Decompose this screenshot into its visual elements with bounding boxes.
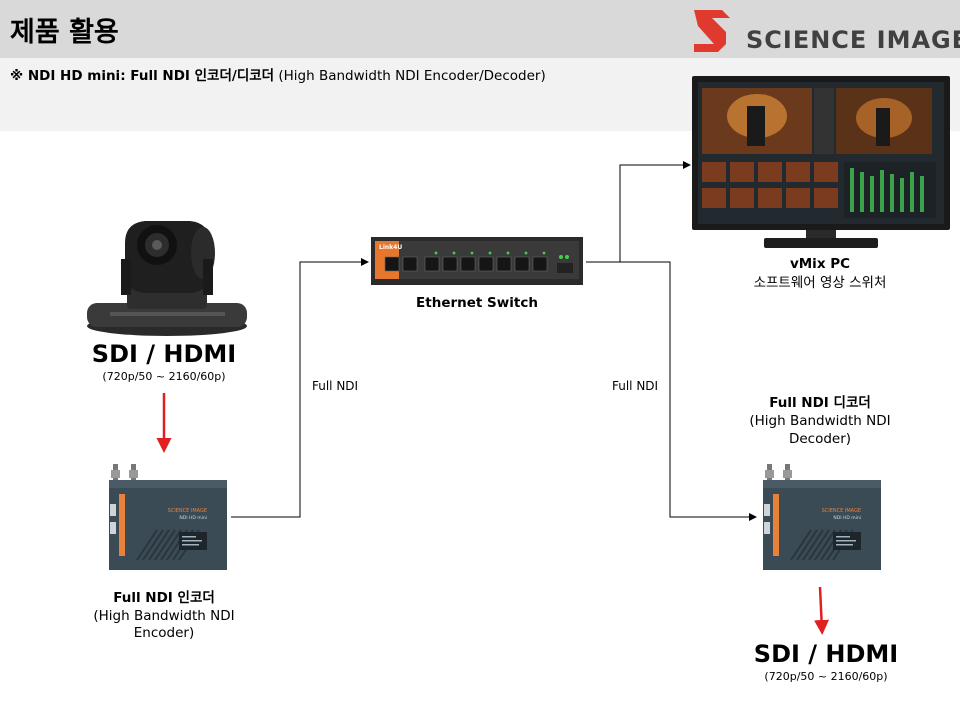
encoder-device-model: NDI HD mini <box>179 515 207 521</box>
encoder-line3: Encoder) <box>133 625 195 641</box>
output-range: (720p/50 ~ 2160/60p) <box>764 670 888 683</box>
red-arrow-decoder-to-output <box>814 586 830 635</box>
output-title: SDI / HDMI <box>753 640 899 668</box>
switch-label: Ethernet Switch <box>416 295 538 311</box>
encoder-device: SCIENCE IMAGE NDI HD mini <box>109 464 227 570</box>
brand-logo: SCIENCE IMAGE <box>690 6 960 54</box>
source-range: (720p/50 ~ 2160/60p) <box>102 370 226 383</box>
ptz-camera-icon <box>87 221 247 336</box>
connection-label-right: Full NDI <box>612 379 659 393</box>
decoder-device: SCIENCE IMAGE NDI HD mini <box>763 464 881 570</box>
header-bar <box>0 0 960 58</box>
ethernet-switch: Link4U <box>371 237 583 285</box>
decoder-line2: (High Bandwidth NDI <box>749 413 891 429</box>
encoder-title: Full NDI 인코더 <box>113 590 215 606</box>
decoder-line3: Decoder) <box>788 431 852 447</box>
line-switch-to-decoder <box>586 261 757 521</box>
pc-subtitle: 소프트웨어 영상 스위처 <box>753 275 887 291</box>
logo-text: SCIENCE IMAGE <box>746 26 960 54</box>
subtitle-rest: (High Bandwidth NDI Encoder/Decoder) <box>274 68 546 84</box>
subtitle: ※ NDI HD mini: Full NDI 인코더/디코더 (High Ba… <box>10 64 546 84</box>
line-switch-to-pc <box>586 161 691 263</box>
switch-brand: Link4U <box>379 244 402 251</box>
decoder-device-model: NDI HD mini <box>833 515 861 521</box>
source-title: SDI / HDMI <box>91 340 237 368</box>
decoder-device-brand: SCIENCE IMAGE <box>822 508 861 514</box>
vmix-pc-monitor <box>692 76 950 248</box>
line-encoder-to-switch <box>231 258 369 518</box>
pc-title: vMix PC <box>789 256 851 272</box>
encoder-line2: (High Bandwidth NDI <box>93 608 235 624</box>
logo-mark-icon <box>694 10 730 52</box>
connection-label-left: Full NDI <box>312 379 359 393</box>
decoder-title: Full NDI 디코더 <box>769 395 871 411</box>
encoder-device-brand: SCIENCE IMAGE <box>168 508 207 514</box>
page-title: 제품 활용 <box>10 17 119 48</box>
subtitle-bold: ※ NDI HD mini: Full NDI 인코더/디코더 <box>10 68 275 84</box>
